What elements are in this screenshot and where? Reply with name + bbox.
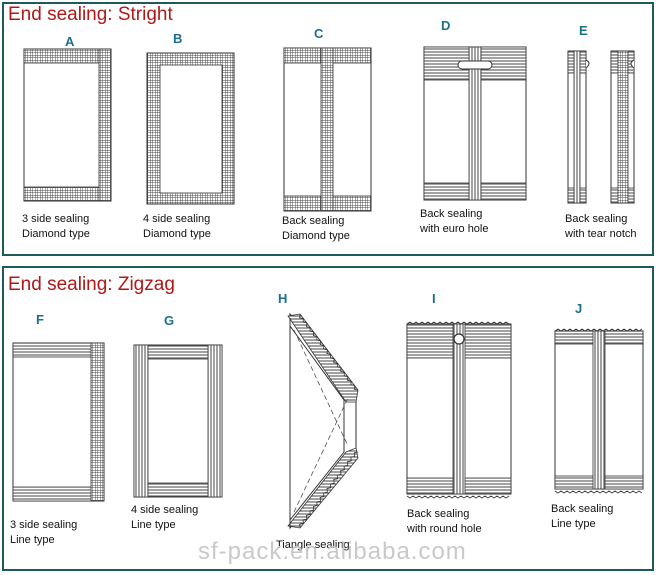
label-letter-h: H — [278, 291, 288, 306]
bag-g-diagram — [133, 344, 223, 498]
bag-h-diagram — [287, 312, 359, 530]
label-letter-g: G — [164, 313, 175, 328]
bag-d-diagram — [423, 46, 527, 201]
watermark-text: sf-pack.en.alibaba.com — [198, 538, 467, 565]
label-letter-e: E — [579, 23, 588, 38]
euro-hole-icon — [457, 60, 493, 70]
label-letter-a: A — [65, 34, 75, 49]
label-letter-i: I — [432, 291, 436, 306]
bag-e-diagram — [567, 50, 635, 204]
tear-notch-icon — [585, 59, 590, 69]
round-hole-icon — [453, 333, 465, 345]
label-letter-d: D — [441, 18, 451, 33]
label-letter-f: F — [36, 312, 44, 327]
bag-i-diagram — [406, 321, 512, 499]
bag-c-diagram — [283, 47, 372, 212]
label-letter-b: B — [173, 31, 183, 46]
bag-b-diagram — [146, 52, 235, 205]
bag-a-diagram — [23, 48, 112, 202]
label-letter-c: C — [314, 26, 324, 41]
section-title-zigzag: End sealing: Zigzag — [8, 274, 175, 295]
bag-f-diagram — [12, 342, 105, 502]
caption-h: Tiangle sealing — [276, 539, 350, 551]
panel-zigzag-sealing — [2, 266, 654, 571]
label-letter-j: J — [575, 301, 583, 316]
section-title-straight: End sealing: Stright — [8, 4, 173, 25]
bag-j-diagram — [554, 328, 644, 494]
